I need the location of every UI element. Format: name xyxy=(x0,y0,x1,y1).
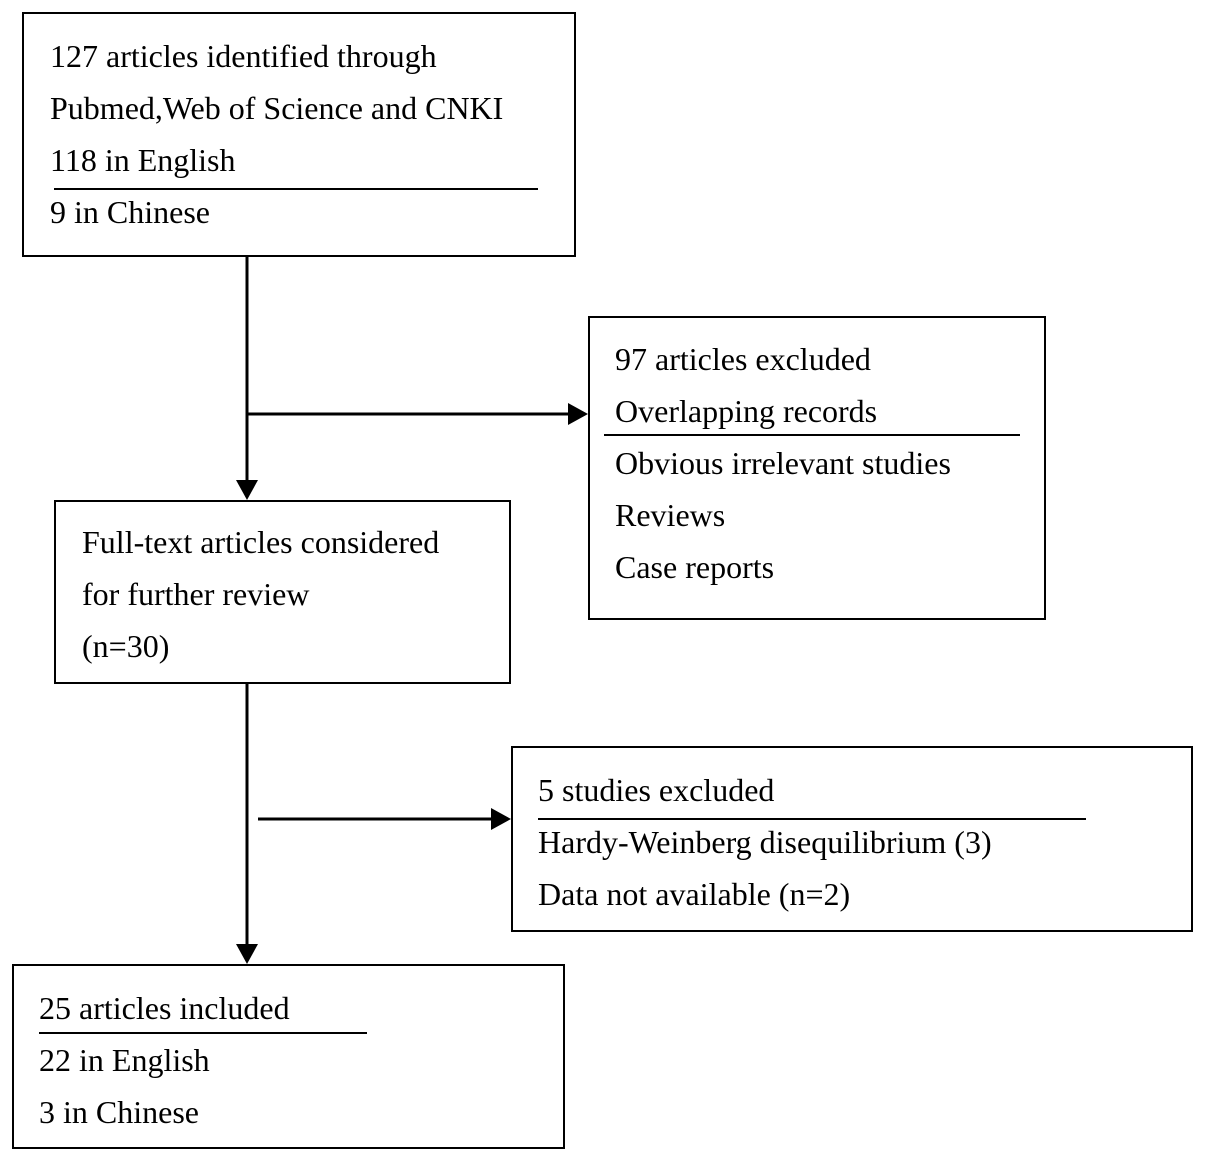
included-chinese: 3 in Chinese xyxy=(39,1094,199,1130)
excluded-second-divider xyxy=(538,818,1086,820)
excluded-first-case-reports: Case reports xyxy=(615,549,775,585)
fulltext-line2: for further review xyxy=(82,576,310,612)
arrowhead-right-2 xyxy=(491,808,511,830)
arrowhead-right-1 xyxy=(568,403,588,425)
excluded-second-hwe: Hardy-Weinberg disequilibrium (3) xyxy=(538,824,992,860)
fulltext-count: (n=30) xyxy=(82,628,170,664)
identification-divider xyxy=(54,188,538,190)
excluded-second-total: 5 studies excluded xyxy=(538,772,775,808)
identification-total: 127 articles identified through xyxy=(50,38,437,74)
identification-chinese: 9 in Chinese xyxy=(50,194,210,230)
fulltext-line1: Full-text articles considered xyxy=(82,524,440,560)
included-divider xyxy=(39,1032,367,1034)
arrowhead-down-1 xyxy=(236,480,258,500)
excluded-first-reviews: Reviews xyxy=(615,497,726,533)
excluded-second-box: 5 studies excluded Hardy-Weinberg disequ… xyxy=(511,746,1193,932)
excluded-first-irrelevant: Obvious irrelevant studies xyxy=(615,445,951,481)
arrowhead-down-2 xyxy=(236,944,258,964)
identification-sources: Pubmed,Web of Science and CNKI xyxy=(50,90,504,126)
fulltext-box: Full-text articles considered for furthe… xyxy=(54,500,511,684)
excluded-second-no-data: Data not available (n=2) xyxy=(538,876,851,912)
excluded-first-total: 97 articles excluded xyxy=(615,341,871,377)
included-total: 25 articles included xyxy=(39,990,290,1026)
identification-box: 127 articles identified through Pubmed,W… xyxy=(22,12,576,257)
included-box: 25 articles included 22 in English 3 in … xyxy=(12,964,565,1149)
included-english: 22 in English xyxy=(39,1042,210,1078)
identification-english: 118 in English xyxy=(50,142,236,178)
excluded-first-box: 97 articles excluded Overlapping records… xyxy=(588,316,1046,620)
excluded-first-divider xyxy=(604,434,1020,436)
excluded-first-overlapping: Overlapping records xyxy=(615,393,878,429)
